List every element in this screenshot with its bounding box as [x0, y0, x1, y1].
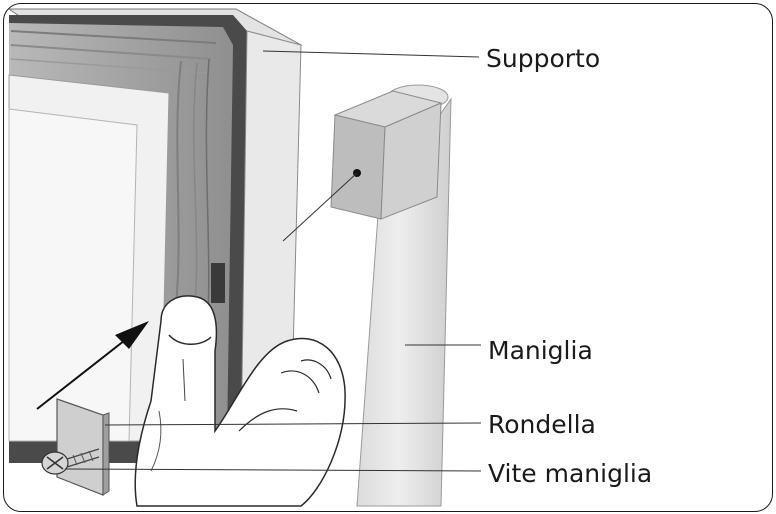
label-vite-maniglia: Vite maniglia [488, 459, 653, 488]
handle-installation-illustration [7, 8, 482, 507]
handle [330, 84, 452, 507]
washer-and-screw [41, 398, 110, 496]
callout-line-supporto-top [262, 50, 480, 58]
hand [134, 295, 346, 507]
callout-line-vite [64, 468, 482, 472]
callout-line-supporto [282, 172, 358, 242]
callout-lines [64, 50, 482, 472]
label-rondella: Rondella [488, 410, 596, 439]
label-supporto: Supporto [486, 44, 601, 73]
callout-line-rondella [104, 422, 482, 426]
illustration-frame: Supporto Maniglia Rondella Vite maniglia [3, 3, 773, 512]
insertion-arrow [36, 321, 149, 410]
label-maniglia: Maniglia [488, 336, 593, 365]
